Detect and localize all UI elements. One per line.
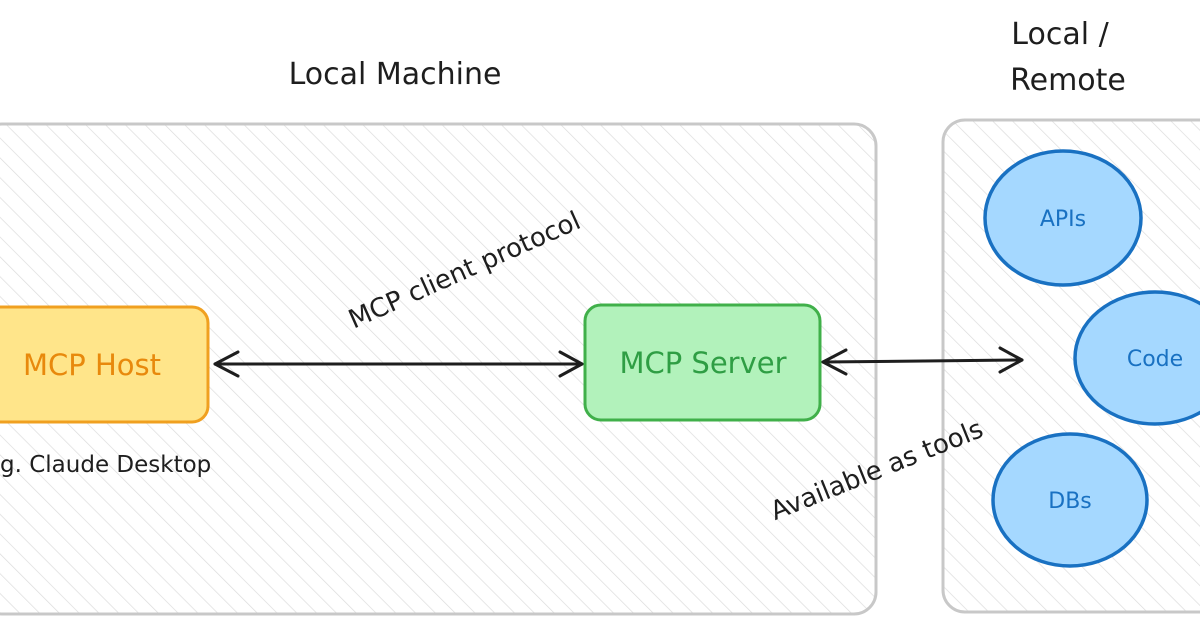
local-machine-label: Local Machine	[289, 57, 502, 92]
local-remote-label-line1: Local /	[1011, 17, 1109, 52]
local-machine-region	[0, 122, 878, 616]
local-remote-label-line2: Remote	[1010, 63, 1126, 98]
mcp-server-label: MCP Server	[619, 346, 786, 380]
code-node: Code	[1073, 290, 1200, 426]
mcp-host-caption: g. Claude Desktop	[0, 452, 211, 478]
apis-label: APIs	[1040, 207, 1086, 232]
mcp-server-box	[583, 303, 822, 422]
mcp-host-label: MCP Host	[23, 348, 161, 382]
code-label: Code	[1127, 347, 1183, 372]
host-server-arrow	[213, 350, 584, 378]
dbs-node: DBs	[991, 432, 1149, 568]
apis-node: APIs	[983, 149, 1143, 287]
dbs-label: DBs	[1048, 489, 1092, 514]
server-resources-arrow	[821, 346, 1024, 376]
mcp-host-box	[0, 305, 210, 424]
